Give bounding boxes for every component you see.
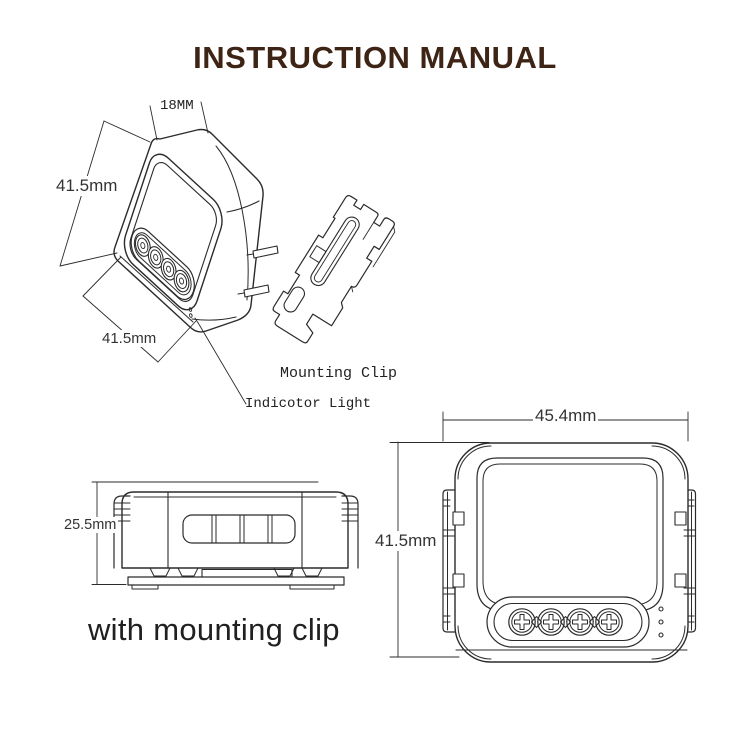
dimension-label-front-height: 41.5mm [373, 531, 439, 551]
side-view-caption: with mounting clip [88, 612, 340, 647]
front-view-drawing [442, 442, 697, 663]
terminal-screws-front [508, 608, 623, 636]
mounting-clip-drawing [272, 195, 396, 344]
indicator-light-leader [194, 317, 247, 405]
mounting-clip-label: Mounting Clip [280, 365, 398, 382]
side-clip-right [674, 489, 697, 633]
dimension-label-iso-depth: 18MM [160, 98, 194, 114]
indicator-light-label: Indicotor Light [245, 396, 372, 412]
indicator-light-dots-iso [187, 307, 194, 318]
dimension-label-iso-bottom: 41.5mm [100, 330, 159, 347]
dimension-label-iso-left: 41.5mm [54, 176, 120, 196]
indicator-light-dots-front [658, 606, 664, 638]
side-clip-left [442, 489, 465, 633]
page-title: INSTRUCTION MANUAL [193, 40, 557, 75]
terminal-screws-iso [133, 231, 191, 296]
side-view-drawing [113, 491, 359, 590]
side-dimension-lines [91, 481, 319, 585]
dimension-label-front-width: 45.4mm [533, 406, 599, 426]
dimension-label-side-height: 25.5mm [62, 517, 119, 533]
isometric-device-drawing [113, 128, 279, 333]
